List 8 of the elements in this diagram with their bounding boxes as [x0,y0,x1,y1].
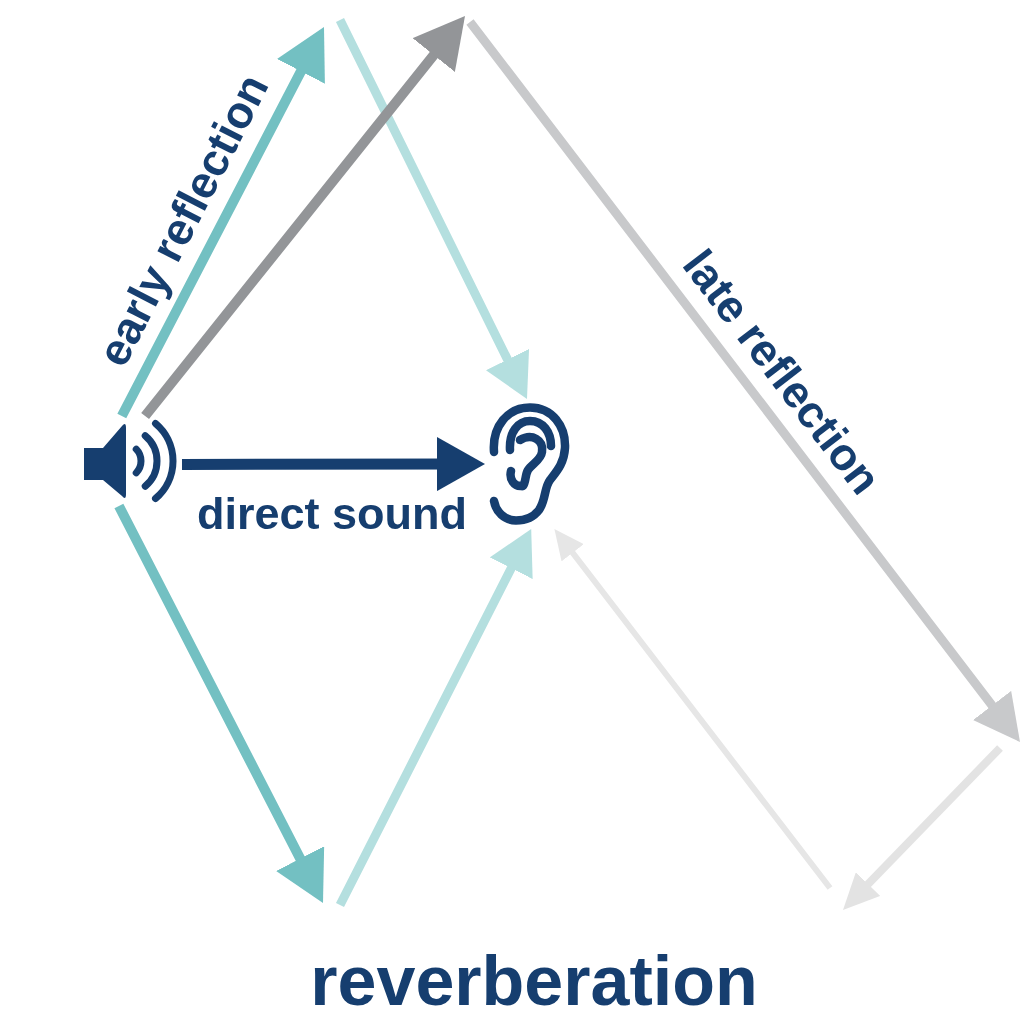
ear-icon [488,402,571,526]
edge-label: direct sound [197,490,467,538]
speaker-icon [82,419,179,503]
heading: reverberation [310,945,758,1019]
arrow [335,18,532,401]
arrow [552,527,833,890]
arrow [336,526,536,908]
arrow [182,437,485,492]
